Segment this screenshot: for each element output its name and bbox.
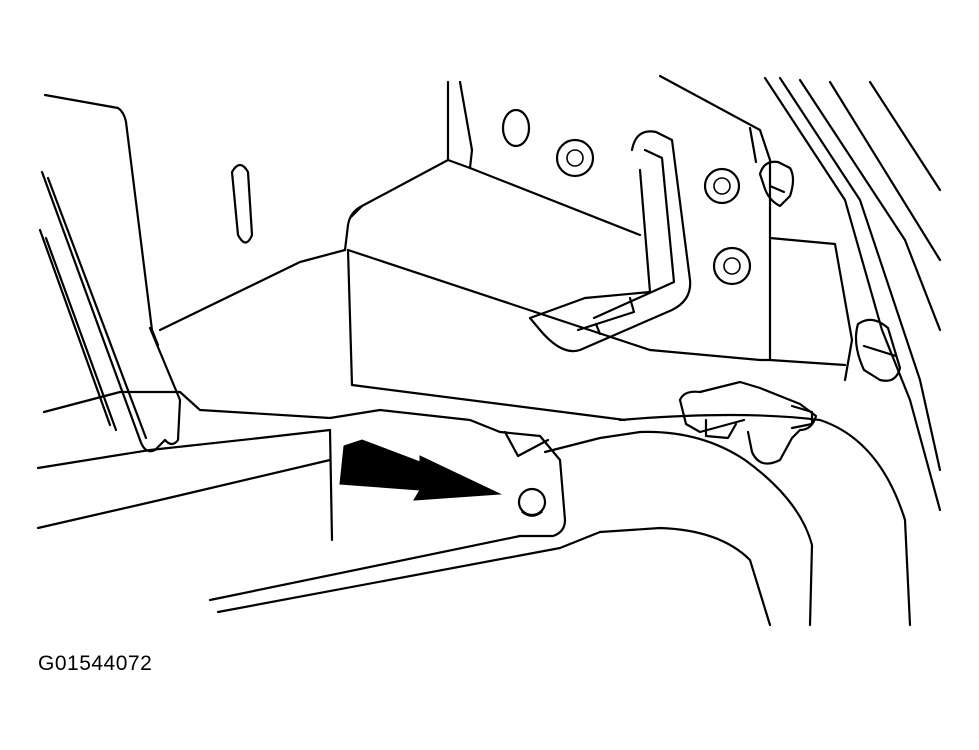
lower-sill <box>38 392 910 625</box>
figure-id-label: G01544072 <box>38 652 153 675</box>
left-panel <box>40 95 252 451</box>
striker-channel <box>530 131 690 351</box>
bracket-body <box>160 76 770 420</box>
indicator-arrow-icon <box>340 440 500 500</box>
right-pillar <box>680 78 940 510</box>
